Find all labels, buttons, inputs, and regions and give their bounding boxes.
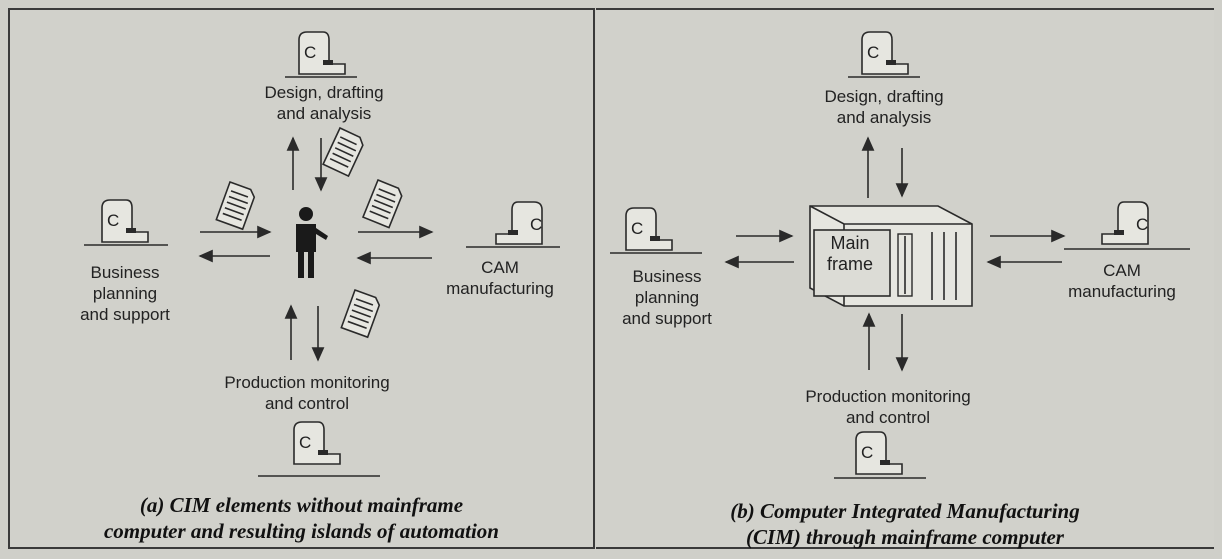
- terminal-letter: C: [530, 215, 542, 234]
- document-icon-2: [215, 180, 256, 231]
- terminal-letter: C: [867, 43, 879, 62]
- panel-b-diagram: C C C C: [610, 31, 1190, 479]
- terminal-icon-cam: [1064, 201, 1190, 250]
- terminal-letter: C: [304, 43, 316, 62]
- terminal-letter: C: [1136, 215, 1148, 234]
- label-cam: CAM manufacturing: [1068, 261, 1176, 301]
- terminal-icon-cam: [466, 201, 560, 248]
- caption-a: (a) CIM elements without mainframe compu…: [103, 493, 499, 543]
- terminal-icon-production: C: [258, 421, 380, 477]
- mainframe-label: Main frame: [826, 233, 873, 274]
- label-business: Business planning and support: [622, 267, 712, 328]
- terminal-icon-design: C: [285, 31, 357, 78]
- label-business: Business planning and support: [80, 263, 170, 324]
- terminal-letter: C: [299, 433, 311, 452]
- terminal-icon-design: C: [848, 31, 920, 78]
- panel-b-cim-mainframe: C C C C: [596, 8, 1214, 549]
- terminal-letter: C: [631, 219, 643, 238]
- label-design: Design, drafting and analysis: [824, 87, 944, 127]
- document-icon-3: [361, 178, 403, 229]
- label-cam: CAM manufacturing: [446, 258, 554, 298]
- person-icon: [296, 207, 328, 278]
- document-icon-4: [340, 288, 381, 339]
- panel-a-islands-of-automation: C C C C: [8, 8, 595, 549]
- label-production: Production monitoring and control: [224, 373, 390, 413]
- label-production: Production monitoring and control: [805, 387, 971, 427]
- terminal-icon-business: C: [610, 207, 702, 254]
- panel-a-diagram: C C C C: [84, 31, 560, 477]
- terminal-icon-business: C: [84, 199, 168, 246]
- terminal-letter: C: [861, 443, 873, 462]
- label-design: Design, drafting and analysis: [264, 83, 384, 123]
- caption-b: (b) Computer Integrated Manufacturing (C…: [730, 499, 1080, 549]
- document-icon-1: [322, 126, 364, 178]
- mainframe-icon: [809, 205, 973, 307]
- terminal-letter: C: [107, 211, 119, 230]
- terminal-icon-production: C: [834, 431, 926, 479]
